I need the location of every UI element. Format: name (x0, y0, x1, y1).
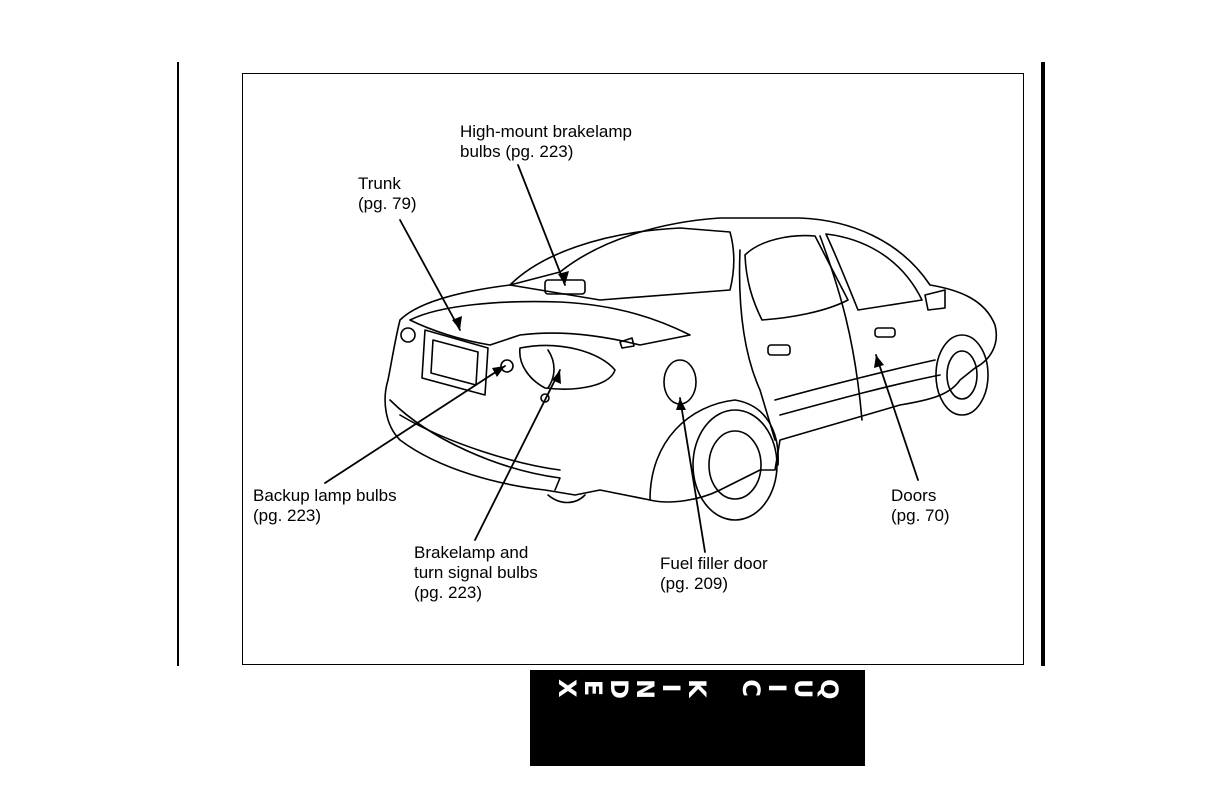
backup-lamp (501, 360, 513, 372)
front-wheel-hub (947, 351, 977, 399)
quick-index-letter: U (789, 679, 817, 705)
tail-lamp (520, 345, 615, 389)
label-backup-lamp: Backup lamp bulbs (pg. 223) (253, 486, 397, 526)
bumper-strip (400, 415, 560, 470)
quick-index-letter: I (657, 679, 685, 705)
license-plate (431, 340, 478, 385)
front-wheel (936, 335, 988, 415)
quick-index-letter: E (579, 679, 607, 705)
leader-high-mount (518, 165, 565, 285)
front-door-handle (875, 328, 895, 337)
leader-brakelamp (475, 370, 560, 540)
label-trunk: Trunk (pg. 79) (358, 174, 417, 214)
quick-index-letter: X (553, 679, 581, 705)
left-tail-lamp (401, 328, 415, 342)
rear-wheel (693, 410, 777, 520)
rear-wheel-hub (709, 431, 761, 499)
side-mirror (925, 290, 945, 310)
label-high-mount-brakelamp: High-mount brakelamp bulbs (pg. 223) (460, 122, 632, 162)
label-brakelamp-turn-signal: Brakelamp and turn signal bulbs (pg. 223… (414, 543, 538, 603)
quick-index-letter: C (737, 679, 765, 705)
quick-index-letter: I (763, 679, 791, 705)
leader-fuel (680, 398, 705, 552)
leader-doors (876, 355, 918, 480)
label-fuel-filler-door: Fuel filler door (pg. 209) (660, 554, 768, 594)
front-door-line (820, 236, 862, 420)
quick-index-letter: N (631, 679, 659, 705)
quick-index-letter: K (683, 679, 711, 705)
exhaust (548, 495, 585, 503)
quick-index-letter: Q (815, 679, 843, 705)
rear-door-handle (768, 345, 790, 355)
leader-backup (325, 366, 505, 483)
label-doors: Doors (pg. 70) (891, 486, 950, 526)
quick-index-letter: D (605, 679, 633, 705)
